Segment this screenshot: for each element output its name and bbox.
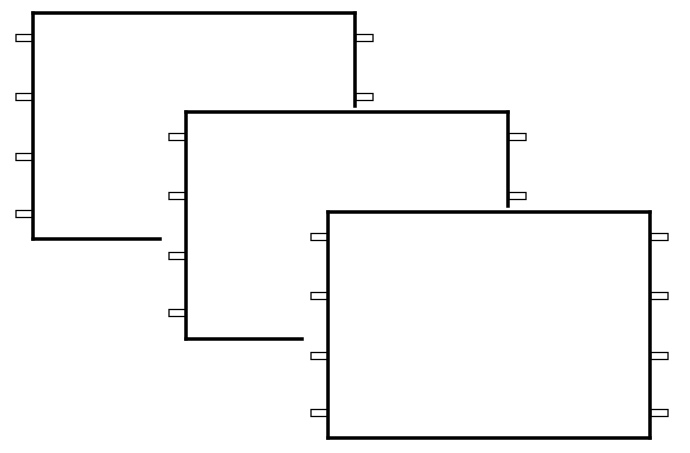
panel-back-left-pin-2 — [15, 92, 34, 102]
panel-middle-right-pin-2 — [508, 191, 527, 201]
panel-back — [15, 11, 374, 241]
panel-front-left-pin-3 — [310, 351, 329, 361]
panel-front-right-pin-4 — [650, 408, 669, 418]
panel-front-left-pin-1 — [310, 232, 329, 242]
panel-front-left-pin-4 — [310, 408, 329, 418]
panel-front-right-pin-2 — [650, 291, 669, 301]
panel-back-left-pin-4 — [15, 209, 34, 219]
panel-back-left-pin-3 — [15, 152, 34, 162]
panel-middle-right-pin-1 — [508, 132, 527, 142]
panel-back-left-pin-1 — [15, 33, 34, 43]
panel-back-right-pin-2 — [355, 92, 374, 102]
panel-middle-left-pin-1 — [168, 132, 187, 142]
panel-back-right-pin-1 — [355, 33, 374, 43]
panel-middle-left-pin-4 — [168, 308, 187, 318]
panel-middle — [168, 110, 527, 341]
panel-middle-left-pin-2 — [168, 191, 187, 201]
panel-front-left-pin-2 — [310, 291, 329, 301]
panel-front — [310, 210, 669, 440]
panel-middle-left-pin-3 — [168, 251, 187, 261]
panel-front-right-pin-3 — [650, 351, 669, 361]
panel-front-right-pin-1 — [650, 232, 669, 242]
